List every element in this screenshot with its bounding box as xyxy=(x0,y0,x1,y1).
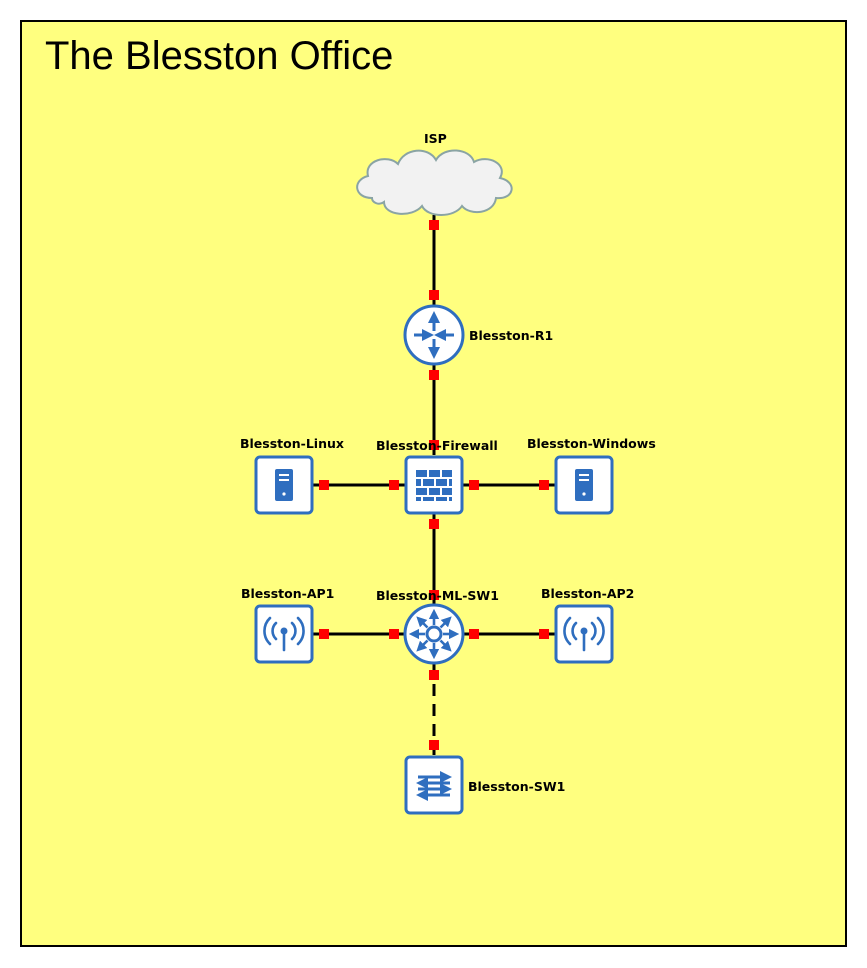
port-markers xyxy=(319,220,549,750)
port-marker xyxy=(319,629,329,639)
port-marker xyxy=(429,590,439,600)
port-marker xyxy=(539,629,549,639)
port-marker xyxy=(429,519,439,529)
wireless-ap-icon[interactable] xyxy=(554,604,614,664)
isp-label: ISP xyxy=(424,131,447,146)
port-marker xyxy=(429,370,439,380)
port-marker xyxy=(469,629,479,639)
mlsw1-label: Blesston-ML-SW1 xyxy=(376,588,499,603)
windows-label: Blesston-Windows xyxy=(527,436,656,451)
r1-label: Blesston-R1 xyxy=(469,328,554,343)
diagram-title: The Blesston Office xyxy=(45,34,394,78)
port-marker xyxy=(539,480,549,490)
router-icon[interactable] xyxy=(403,304,465,366)
server-icon[interactable] xyxy=(554,455,614,515)
port-marker xyxy=(389,480,399,490)
switch-icon[interactable] xyxy=(404,755,464,815)
linux-label: Blesston-Linux xyxy=(240,436,344,451)
firewall-icon[interactable] xyxy=(404,455,464,515)
firewall-label: Blesston-Firewall xyxy=(376,438,498,453)
port-marker xyxy=(429,670,439,680)
port-marker xyxy=(429,440,439,450)
ap2-label: Blesston-AP2 xyxy=(541,586,635,601)
wireless-ap-icon[interactable] xyxy=(254,604,314,664)
port-marker xyxy=(389,629,399,639)
port-marker xyxy=(429,740,439,750)
port-marker xyxy=(429,290,439,300)
port-marker xyxy=(469,480,479,490)
ap1-label: Blesston-AP1 xyxy=(241,586,335,601)
multilayer-switch-icon[interactable] xyxy=(403,603,465,665)
server-icon[interactable] xyxy=(254,455,314,515)
cloud-icon[interactable] xyxy=(356,149,513,216)
port-marker xyxy=(319,480,329,490)
sw1-label: Blesston-SW1 xyxy=(468,779,566,794)
port-marker xyxy=(429,220,439,230)
